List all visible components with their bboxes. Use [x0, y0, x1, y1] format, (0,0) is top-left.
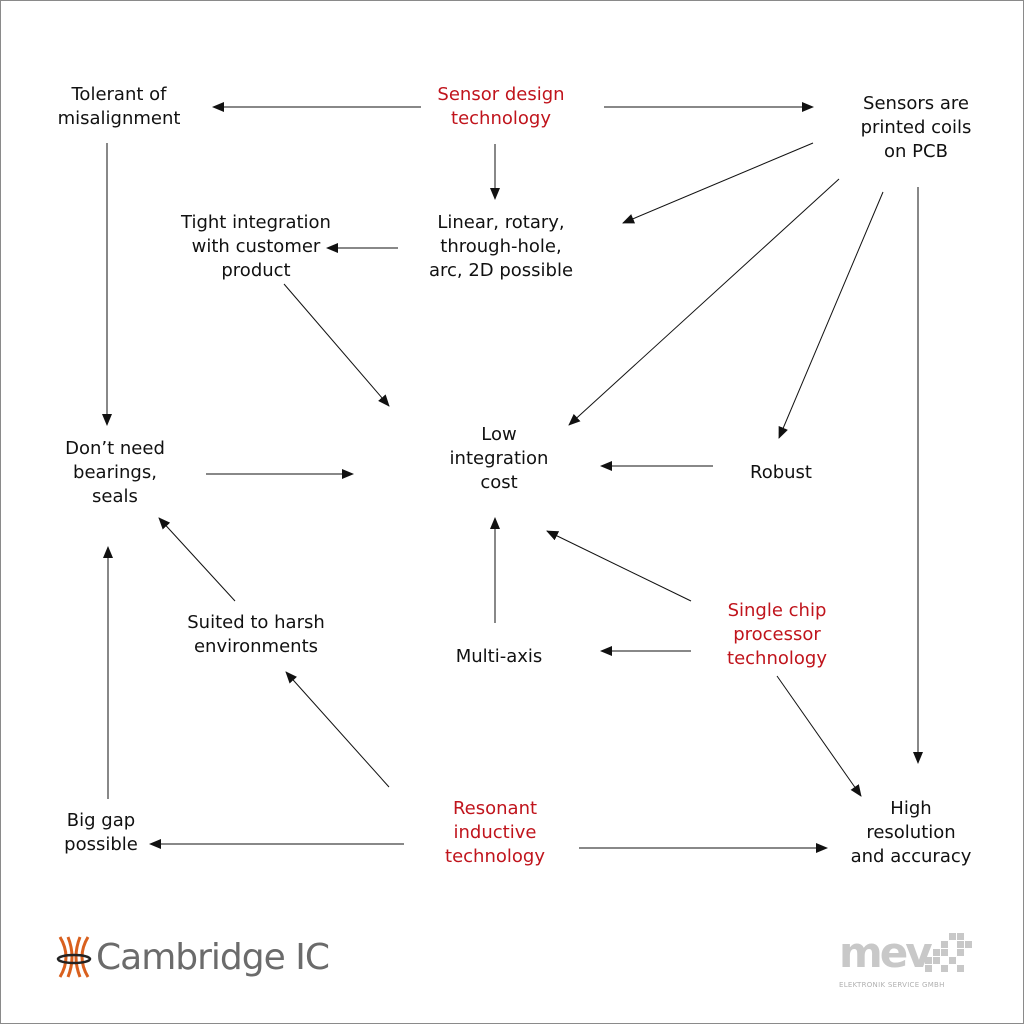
node-multi-axis: Multi-axis: [455, 646, 543, 667]
arrow-single-chip-to-low-cost: [546, 530, 692, 602]
mev-logo: mev ELEKTRONIK SERVICE GMBH: [839, 931, 979, 1001]
node-robust: Robust: [750, 462, 812, 483]
arrow-tight-integration-to-low-cost: [283, 283, 390, 407]
cambridge-coil-icon: [56, 936, 92, 978]
mev-wordmark: mev: [839, 928, 933, 977]
arrow-printed-coils-to-geometries: [622, 142, 814, 224]
mev-subtitle: ELEKTRONIK SERVICE GMBH: [839, 981, 945, 989]
arrow-harsh-to-bearings: [158, 517, 236, 602]
node-geometries: Linear, rotary,through-hole,arc, 2D poss…: [428, 212, 574, 281]
arrow-resonant-to-harsh: [285, 671, 390, 788]
cambridge-ic-wordmark: Cambridge IC: [96, 936, 330, 978]
cambridge-ic-logo: Cambridge IC: [56, 933, 330, 981]
arrow-printed-coils-to-low-cost: [568, 178, 840, 426]
arrow-single-chip-to-high-res: [776, 675, 862, 797]
arrow-printed-coils-to-robust: [778, 191, 884, 439]
